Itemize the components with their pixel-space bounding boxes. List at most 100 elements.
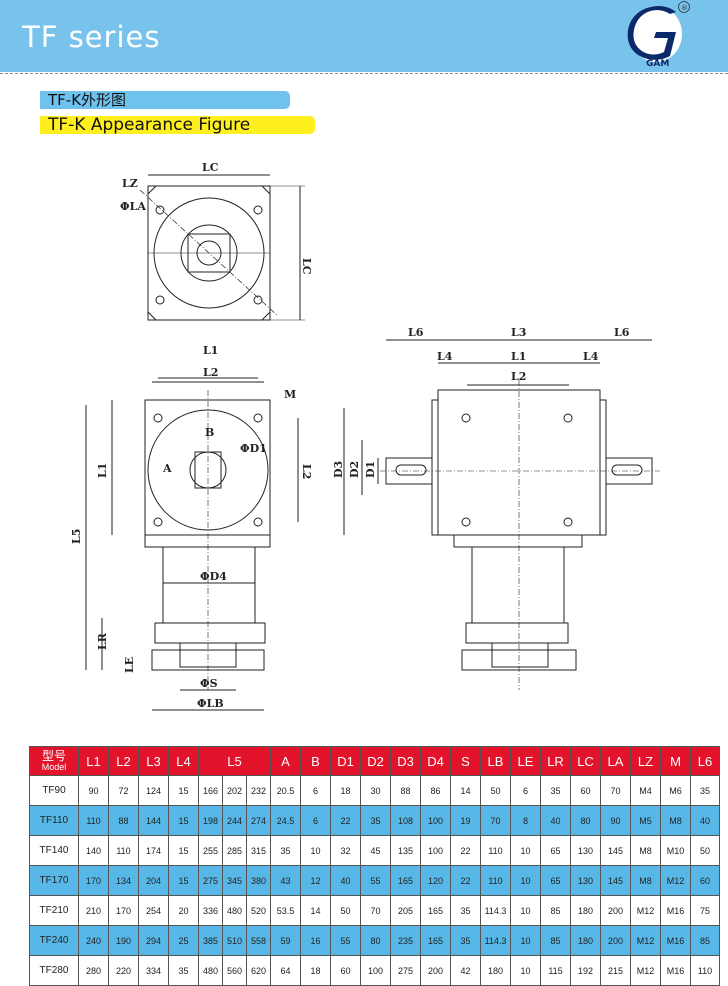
table-cell: 510 (222, 925, 247, 956)
table-cell: 35 (690, 775, 720, 806)
table-cell: 75 (690, 895, 720, 926)
table-cell: 100 (360, 955, 391, 986)
table-cell: 145 (600, 835, 631, 866)
table-cell: 10 (510, 865, 541, 896)
table-cell: 205 (390, 895, 421, 926)
table-cell: 170 (78, 865, 109, 896)
table-cell: 6 (510, 775, 541, 806)
table-cell: 20 (168, 895, 199, 926)
table-cell: 85 (540, 925, 571, 956)
table-cell: 88 (390, 775, 421, 806)
table-cell: 110 (480, 835, 511, 866)
table-cell: 80 (570, 805, 601, 836)
table-cell: 204 (138, 865, 169, 896)
table-cell: 65 (540, 865, 571, 896)
table-cell: 19 (450, 805, 481, 836)
dim-top-lz: LZ (122, 177, 138, 190)
table-cell: 15 (168, 835, 199, 866)
header-le: LE (510, 746, 541, 776)
header-l2: L2 (108, 746, 139, 776)
table-cell: 35 (450, 895, 481, 926)
table-cell: 35 (540, 775, 571, 806)
dim-top-lc: LC (202, 161, 219, 174)
registered-mark: ® (681, 4, 688, 12)
table-cell: 255 (198, 835, 223, 866)
table-cell: 80 (360, 925, 391, 956)
table-cell: 165 (420, 895, 451, 926)
table-cell: M8 (660, 805, 691, 836)
table-cell: 315 (246, 835, 271, 866)
table-cell: 55 (330, 925, 361, 956)
table-cell: 124 (138, 775, 169, 806)
header-d3: D3 (390, 746, 421, 776)
table-cell: 43 (270, 865, 301, 896)
header-l1: L1 (78, 746, 109, 776)
header-d4: D4 (420, 746, 451, 776)
table-cell: 110 (690, 955, 720, 986)
table-cell: 8 (510, 805, 541, 836)
table-cell: 202 (222, 775, 247, 806)
header-lr: LR (540, 746, 571, 776)
table-cell: 285 (222, 835, 247, 866)
table-cell: 86 (420, 775, 451, 806)
dim-front-l2: L2 (203, 366, 218, 379)
table-cell: 198 (198, 805, 223, 836)
front-view (85, 377, 299, 711)
table-cell: 14 (300, 895, 331, 926)
table-cell: 35 (360, 805, 391, 836)
table-cell: 110 (480, 865, 511, 896)
table-cell: 64 (270, 955, 301, 986)
table-cell: 166 (198, 775, 223, 806)
table-cell: 180 (480, 955, 511, 986)
header-d2: D2 (360, 746, 391, 776)
table-cell: 254 (138, 895, 169, 926)
table-cell: 114.3 (480, 925, 511, 956)
table-cell: 60 (330, 955, 361, 986)
dim-side-l6-right: L6 (614, 326, 630, 339)
table-cell: 22 (330, 805, 361, 836)
table-cell: 165 (420, 925, 451, 956)
dim-top-la: ΦLA (120, 200, 146, 213)
table-cell: 140 (78, 835, 109, 866)
dim-front-l2-vertical: L2 (300, 464, 313, 479)
header-divider (0, 73, 728, 74)
table-cell: 560 (222, 955, 247, 986)
table-cell: M12 (630, 895, 661, 926)
table-cell: 35 (168, 955, 199, 986)
table-cell: 70 (480, 805, 511, 836)
table-cell: 59 (270, 925, 301, 956)
table-cell-model: TF280 (29, 955, 79, 986)
table-cell: 275 (198, 865, 223, 896)
table-cell: 10 (510, 955, 541, 986)
table-cell: 20.5 (270, 775, 301, 806)
dim-side-l4-left: L4 (437, 350, 453, 363)
table-cell: M5 (630, 805, 661, 836)
table-cell: 108 (390, 805, 421, 836)
table-cell: 274 (246, 805, 271, 836)
table-cell: 40 (540, 805, 571, 836)
table-cell: 200 (420, 955, 451, 986)
dim-side-d3: D3 (332, 461, 345, 478)
table-cell: 174 (138, 835, 169, 866)
table-cell: 12 (300, 865, 331, 896)
dim-side-l3: L3 (511, 326, 526, 339)
page-title: TF series (22, 20, 161, 54)
table-cell: 275 (390, 955, 421, 986)
table-cell: 70 (360, 895, 391, 926)
header-a: A (270, 746, 301, 776)
dim-side-l6-left: L6 (408, 326, 424, 339)
table-cell: 345 (222, 865, 247, 896)
table-cell: 385 (198, 925, 223, 956)
figure-label-cn: TF-K外形图 (40, 91, 290, 109)
table-cell: 114.3 (480, 895, 511, 926)
table-cell: 480 (222, 895, 247, 926)
table-cell: 14 (450, 775, 481, 806)
table-cell: 232 (246, 775, 271, 806)
table-cell: 70 (600, 775, 631, 806)
table-cell: 130 (570, 835, 601, 866)
